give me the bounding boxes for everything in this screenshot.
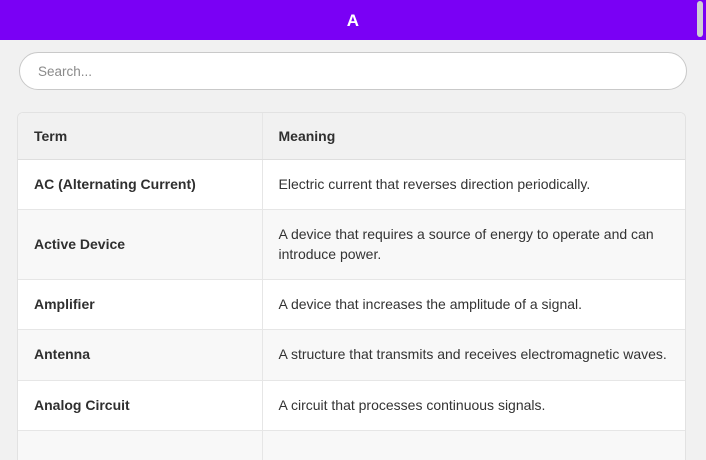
table-row[interactable]: Amplifier A device that increases the am… (18, 279, 685, 331)
table-row[interactable]: AC (Alternating Current) Electric curren… (18, 159, 685, 211)
vertical-scrollbar[interactable] (694, 0, 706, 40)
cell-meaning: A device that increases the amplitude of… (262, 279, 685, 331)
cell-term: Amplifier (18, 279, 263, 331)
vertical-scrollbar-thumb[interactable] (697, 1, 703, 37)
table-head: Term Meaning (18, 113, 685, 160)
table-row[interactable]: Antenna A structure that transmits and r… (18, 329, 685, 381)
search-bar (19, 52, 687, 90)
column-header-meaning: Meaning (262, 113, 685, 160)
cell-term: AC (Alternating Current) (18, 159, 263, 211)
cell-meaning: A circuit that processes continuous sign… (262, 380, 685, 431)
table-body: AC (Alternating Current) Electric curren… (18, 159, 685, 460)
glossary-table-container: Term Meaning AC (Alternating Current) El… (17, 112, 686, 460)
glossary-table: Term Meaning AC (Alternating Current) El… (18, 113, 685, 460)
cell-term: Analog Circuit (18, 380, 263, 431)
table-row[interactable]: Active Device A device that requires a s… (18, 209, 685, 280)
column-header-term: Term (18, 113, 263, 160)
page-title: A (346, 10, 360, 30)
table-header-row: Term Meaning (18, 113, 685, 160)
search-input[interactable] (19, 52, 687, 90)
cell-term: Active Device (18, 209, 263, 280)
cell-meaning (262, 430, 685, 460)
app-header: A (0, 0, 706, 40)
cell-term: Antenna (18, 329, 263, 381)
cell-term (18, 430, 263, 460)
cell-meaning: A structure that transmits and receives … (262, 329, 685, 381)
table-row[interactable]: Analog Circuit A circuit that processes … (18, 380, 685, 431)
cell-meaning: A device that requires a source of energ… (262, 209, 685, 280)
table-row[interactable] (18, 430, 685, 460)
cell-meaning: Electric current that reverses direction… (262, 159, 685, 211)
